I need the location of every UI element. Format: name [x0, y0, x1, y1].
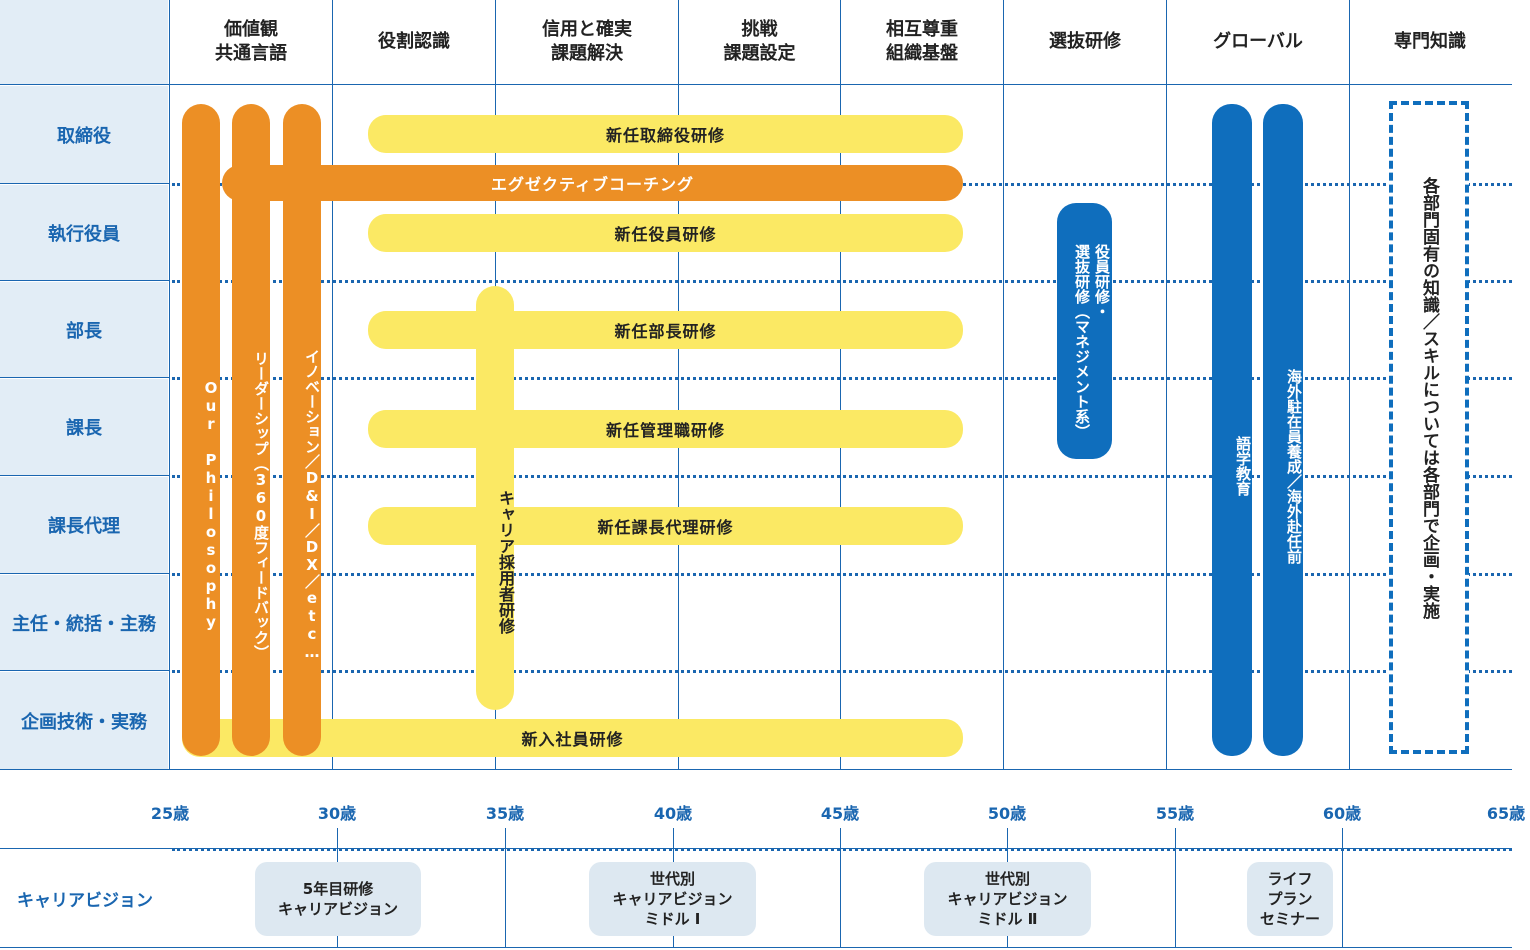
- age-label: 35歳: [485, 804, 525, 823]
- grid-vline: [1349, 0, 1350, 769]
- header-col-challenge: 挑戦 課題設定: [723, 19, 796, 64]
- age-tick: [1175, 828, 1176, 948]
- row-dotted-line: [172, 573, 1512, 576]
- grid-vline: [332, 0, 333, 769]
- age-tick: [840, 828, 841, 948]
- row-dotted-line: [172, 475, 1512, 478]
- grid-career-bottom: [0, 947, 1512, 948]
- header-col-values: 価値観 共通言語: [215, 19, 287, 64]
- age-label: 50歳: [987, 804, 1027, 823]
- career-box-middle-2: 世代別 キャリアビジョン ミドル Ⅱ: [924, 862, 1091, 936]
- career-box-middle-1: 世代別 キャリアビジョン ミドル Ⅰ: [589, 862, 756, 936]
- bar-new-director-training: 新任取締役研修: [368, 115, 963, 153]
- row-sep: [0, 377, 170, 378]
- row-label-director: 取締役: [0, 86, 168, 183]
- age-label: 55歳: [1155, 804, 1195, 823]
- bar-language-education: 語学教育: [1212, 104, 1252, 756]
- header-col-selection: 選抜研修: [1049, 31, 1121, 52]
- bar-our-philosophy: Our Philosophy: [182, 104, 220, 756]
- expertise-text: 各部門固有の知識／スキルについては各部門で企画・実施: [1419, 177, 1439, 619]
- row-sep: [0, 280, 170, 281]
- row-dotted-line: [172, 280, 1512, 283]
- row-label-general-manager: 部長: [0, 282, 168, 377]
- grid-vline: [840, 0, 841, 769]
- career-box-life-plan: ライフ プラン セミナー: [1247, 862, 1333, 936]
- bar-leadership-360: リーダーシップ（360度フィードバック）: [232, 104, 270, 756]
- age-label: 40歳: [653, 804, 693, 823]
- row-sep: [0, 573, 170, 574]
- grid-vline: [1003, 0, 1004, 769]
- bar-new-officer-training: 新任役員研修: [368, 214, 963, 252]
- career-dotted-line: [172, 848, 1512, 851]
- age-label: 45歳: [820, 804, 860, 823]
- age-label: 30歳: [317, 804, 357, 823]
- header-corner: [0, 0, 168, 84]
- age-label: 25歳: [150, 804, 190, 823]
- grid-vline: [169, 0, 170, 769]
- career-vision-label: キャリアビジョン: [17, 891, 153, 911]
- header-col-global: グローバル: [1213, 31, 1303, 52]
- grid-vline: [1166, 0, 1167, 769]
- bar-new-manager-training: 新任部長研修: [368, 311, 963, 349]
- age-label: 60歳: [1322, 804, 1362, 823]
- grid-main-bottom: [0, 769, 1512, 770]
- row-label-deputy-chief: 課長代理: [0, 477, 168, 573]
- row-sep: [0, 475, 170, 476]
- row-label-staff-lead: 主任・統括・主務: [0, 575, 168, 670]
- bar-career-hire-training: キャリア採用者研修: [476, 286, 515, 710]
- career-box-5th-year: 5年目研修 キャリアビジョン: [255, 862, 421, 936]
- row-sep: [0, 670, 170, 671]
- header-col-expertise: 専門知識: [1394, 31, 1466, 52]
- bar-new-section-chief-training: 新任管理職研修: [368, 410, 963, 448]
- row-label-planning-staff: 企画技術・実務: [0, 672, 168, 769]
- row-dotted-line: [172, 377, 1512, 380]
- age-label: 65歳: [1486, 804, 1526, 823]
- grid-header-bottom: [0, 84, 1512, 85]
- row-label-section-chief: 課長: [0, 379, 168, 475]
- bar-innovation-di-dx: イノベーション／D&I／DX／etc…: [283, 104, 321, 756]
- row-label-executive-officer: 執行役員: [0, 185, 168, 280]
- bar-new-deputy-chief-training: 新任課長代理研修: [368, 507, 963, 545]
- header-col-role: 役割認識: [378, 31, 450, 52]
- row-sep: [0, 183, 170, 184]
- bar-selection-training: 役員研修・ 選抜研修（マネジメント系）: [1057, 203, 1112, 459]
- age-tick: [505, 828, 506, 948]
- grid-vline: [678, 0, 679, 769]
- age-tick: [1342, 828, 1343, 948]
- header-col-trust: 信用と確実 課題解決: [542, 19, 632, 64]
- bar-executive-coaching: エグゼクティブコーチング: [222, 165, 963, 201]
- bar-overseas-assignment: 海外駐在員養成／海外赴任前: [1263, 104, 1303, 756]
- row-dotted-line: [172, 670, 1512, 673]
- header-col-respect: 相互尊重 組織基盤: [886, 19, 958, 64]
- expertise-dashed-box: 各部門固有の知識／スキルについては各部門で企画・実施: [1389, 101, 1469, 754]
